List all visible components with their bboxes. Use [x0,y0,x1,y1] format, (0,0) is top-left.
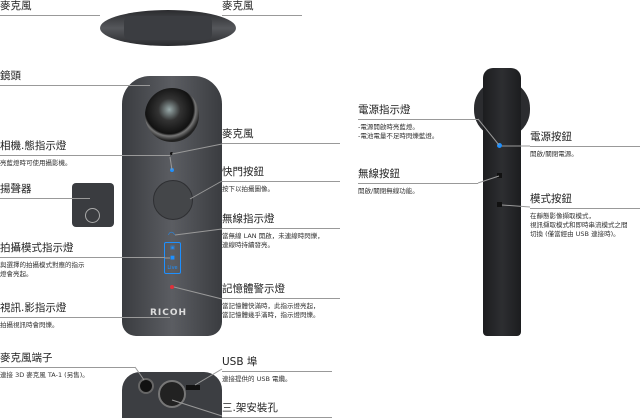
camera-top-body [124,16,212,40]
label-wireless-button: 無線按鈕開啟/關閉無線功能。 [358,168,478,196]
leader-line [477,175,500,184]
lens [145,88,199,142]
label-mic-terminal: 麥克風端子連接 3D 麥克風 TA-1 (另售)。 [0,352,135,380]
label-memory-warning-lamp: 記憶體警示燈當記憶體快滿時，此指示燈亮起， 當記憶體幾乎滿時，指示燈閃爍。 [222,283,340,320]
label-mic-front: 麥克風 [222,128,340,144]
leader-line [134,366,145,381]
mode-button[interactable] [497,202,502,207]
camera-side-view [483,68,521,336]
mic-terminal [138,378,154,394]
shutter-button[interactable] [153,180,193,220]
mic-hole-front [170,152,173,155]
leader-line [174,228,223,236]
brand-logo: RICOH [150,308,188,318]
leader-line [189,180,223,200]
power-lamp [497,143,502,148]
label-shooting-mode-lamp: 拍攝模式指示燈與選擇的拍攝模式對應的指示 燈會亮起。 [0,242,165,279]
label-shutter-button: 快門按鈕按下以拍攝圖像。 [222,166,340,194]
label-camera-status-lamp: 相機.態指示燈亮藍燈時可使用攝影機。 [0,140,170,168]
leader-line [169,156,173,171]
label-wireless-lamp: 無線指示燈當無線 LAN 開啟，未連線時閃爍， 連線時持續發亮。 [222,213,340,250]
speaker-inset [72,183,114,227]
label-power-button: 電源按鈕開啟/關閉電源。 [530,131,640,159]
label-mic-top-right: 麥克風 [222,0,302,16]
wireless-button[interactable] [497,173,502,178]
memory-warning-lamp [170,285,174,289]
label-usb-port: USB 埠連接提供的 USB 電纜。 [222,356,332,384]
label-mode-button: 模式按鈕在靜態影像擷取模式， 視訊擷取模式和即時串流模式之間 切換 (僅當經由 … [530,193,640,239]
leader-line [171,143,223,155]
usb-port [186,385,200,390]
label-lens: 鏡頭 [0,70,150,86]
leader-line [171,399,223,417]
live-lamp-text: Live [167,265,178,271]
shooting-mode-lamp: ▣■Live [164,242,181,274]
label-mic-top-left: 麥克風 [0,0,100,16]
wireless-lamp-icon: ◠ [168,230,175,239]
leader-line [173,286,223,300]
label-speaker: 揚聲器 [0,183,90,199]
leader-line [194,368,223,386]
label-video-lamp: 視訊.影指示燈拍攝視訊時會閃爍。 [0,302,170,330]
label-power-lamp: 電源指示燈-電源開啟時亮藍燈。 -電池電量不足時閃爍藍燈。 [358,104,478,141]
speaker-icon [85,208,100,223]
leader-line [477,118,500,146]
tripod-hole [158,380,186,408]
leader-line [501,204,531,208]
